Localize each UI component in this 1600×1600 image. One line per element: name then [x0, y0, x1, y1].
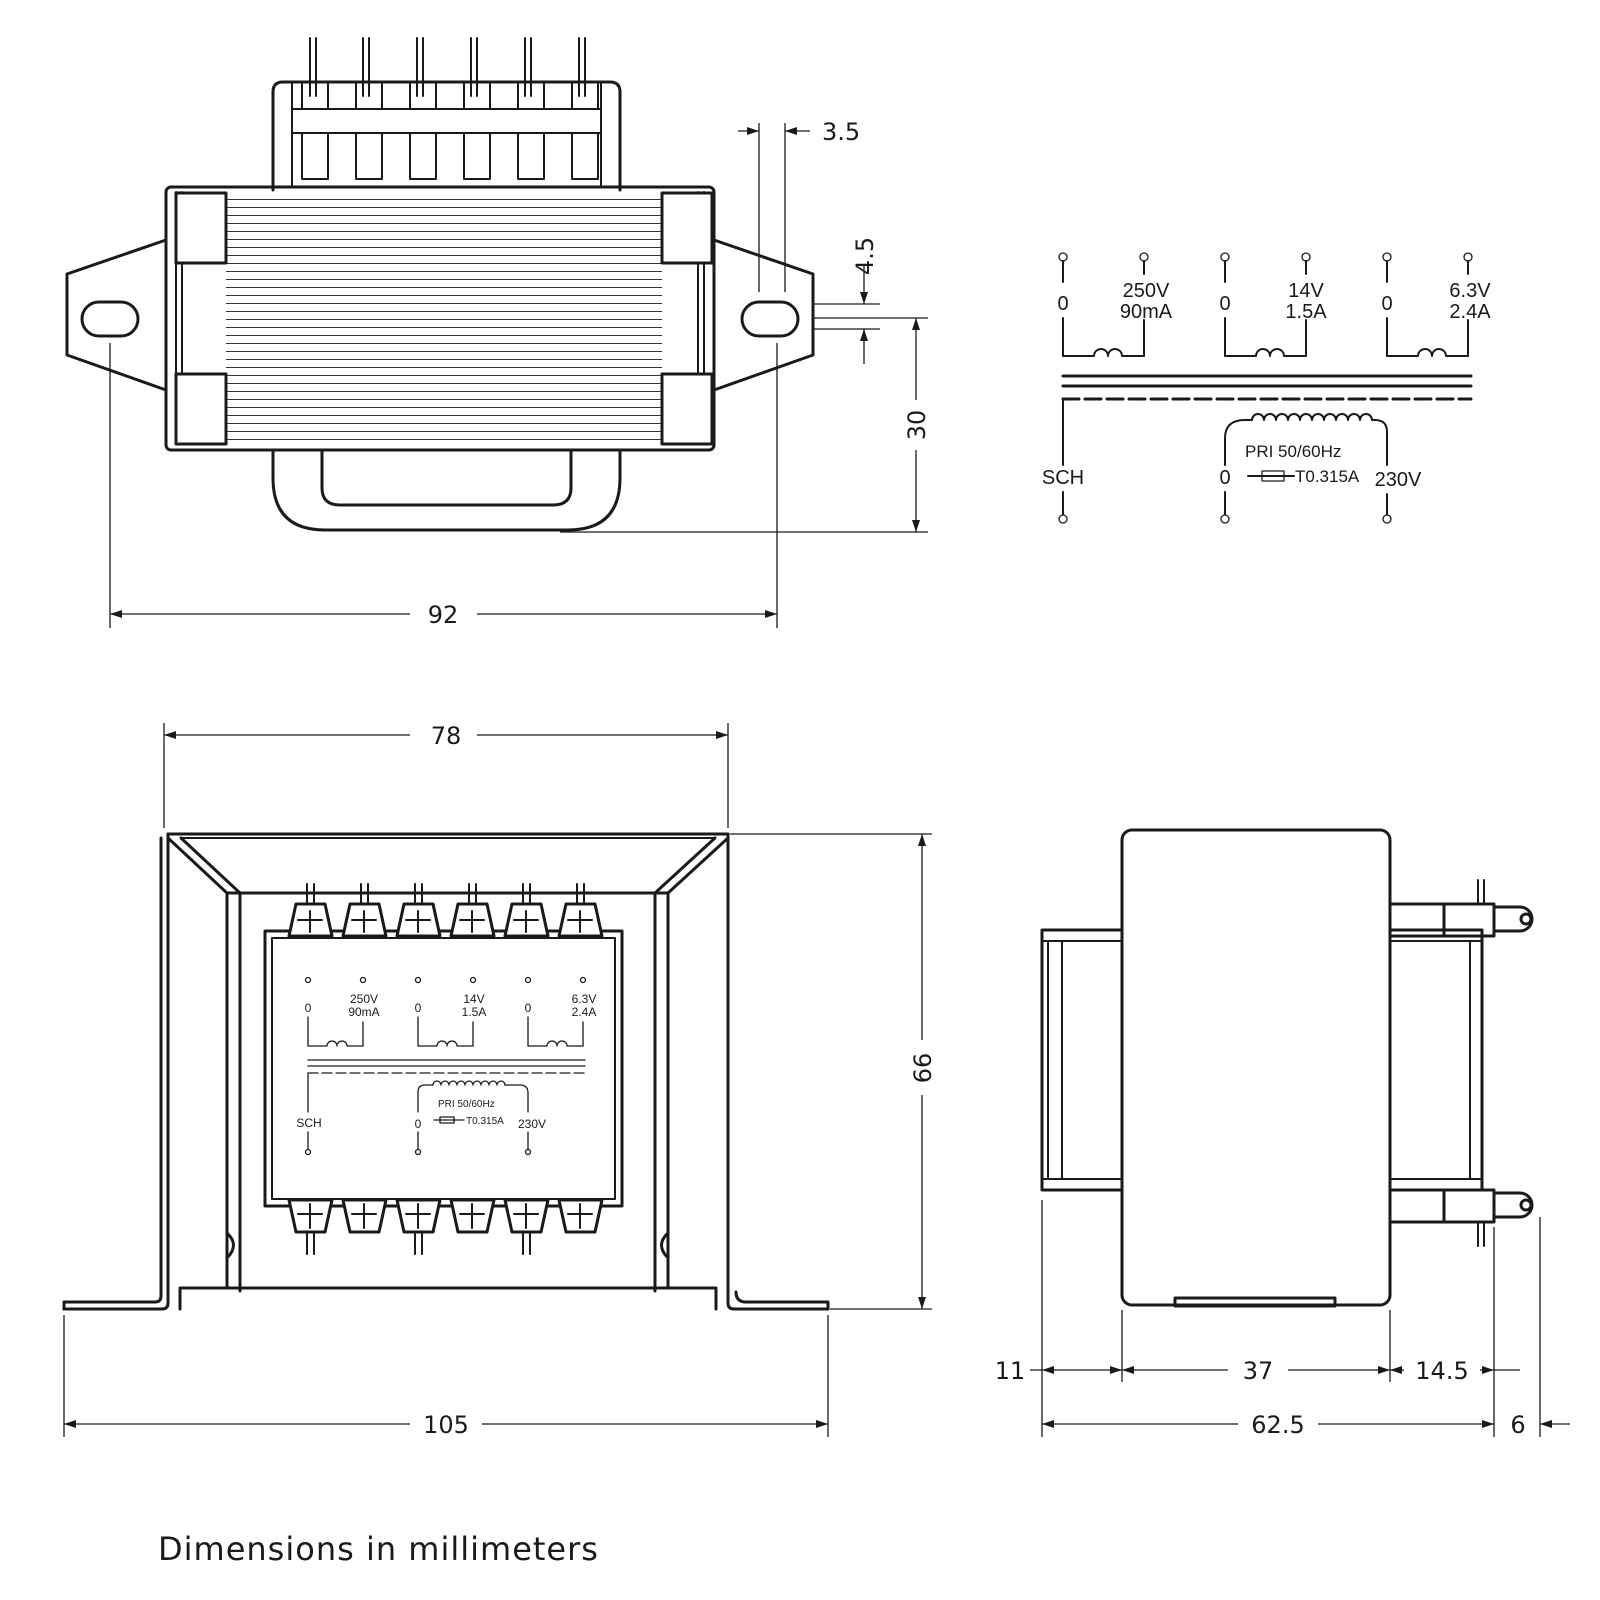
- dim-30: 30: [560, 317, 931, 533]
- secondary-winding-1: 0 250V 90mA: [1057, 252, 1173, 357]
- dim-side-chain: 11 37 14.5: [995, 1200, 1541, 1437]
- svg-text:0: 0: [1219, 293, 1230, 315]
- svg-text:2.4A: 2.4A: [572, 1005, 597, 1019]
- svg-text:SCH: SCH: [1042, 467, 1084, 489]
- svg-text:0: 0: [415, 1001, 422, 1015]
- svg-text:6.3V: 6.3V: [1449, 280, 1491, 302]
- dim-14-5-label: 14.5: [1415, 1357, 1468, 1385]
- svg-text:250V: 250V: [350, 992, 378, 1006]
- top-bottom-bobbin-tab: [271, 448, 622, 532]
- primary-label: PRI 50/60Hz: [1245, 442, 1341, 461]
- front-clamp-frame: [62, 832, 830, 1311]
- svg-text:0: 0: [1057, 293, 1068, 315]
- svg-text:0: 0: [525, 1001, 532, 1015]
- dim-37-label: 37: [1243, 1357, 1274, 1385]
- top-terminal-block: [271, 80, 622, 192]
- secondary-winding-2: 0 14V 1.5A: [1219, 252, 1327, 357]
- wiring-schematic: 0 250V 90mA 0 14V 1.5A 0 6.3V: [1042, 252, 1491, 524]
- secondary-winding-3: 0 6.3V 2.4A: [1381, 252, 1491, 357]
- top-right-mounting-slot: [740, 300, 800, 338]
- side-right-winding: [1388, 928, 1484, 1192]
- dim-4-5: 4.5: [812, 237, 880, 364]
- svg-text:14V: 14V: [463, 992, 484, 1006]
- dim-3-5-label: 3.5: [822, 118, 860, 146]
- front-bottom-terminals: [287, 1198, 604, 1255]
- fuse-label: T0.315A: [1295, 467, 1360, 486]
- top-right-flange: [712, 238, 815, 392]
- svg-text:0: 0: [415, 1117, 422, 1131]
- svg-text:6.3V: 6.3V: [572, 992, 597, 1006]
- svg-text:0: 0: [1219, 467, 1230, 489]
- top-left-flange: [65, 238, 168, 392]
- front-label-plate: 0 250V 90mA 0 14V 1.5A 0 6.3V 2.4A SCH 0…: [296, 976, 597, 1156]
- dim-66: 66: [730, 833, 937, 1310]
- dim-92: 92: [109, 343, 778, 629]
- svg-text:250V: 250V: [1123, 280, 1170, 302]
- primary-winding: 0 PRI 50/60Hz T0.315A 230V: [1219, 413, 1422, 524]
- dim-66-label: 66: [909, 1053, 937, 1084]
- top-clamp-ear-tl: [174, 191, 228, 265]
- dim-105: 105: [63, 1315, 829, 1439]
- dim-78: 78: [163, 722, 729, 828]
- side-left-winding: [1040, 928, 1124, 1192]
- dim-11-label: 11: [995, 1357, 1026, 1385]
- dim-4-5-label: 4.5: [851, 237, 879, 275]
- side-terminal-bottom: [1388, 1188, 1534, 1247]
- shield-terminal: SCH: [1042, 398, 1084, 524]
- side-core-body: [1120, 828, 1392, 1307]
- units-caption: Dimensions in millimeters: [158, 1530, 599, 1568]
- dim-62-5-label: 62.5: [1251, 1411, 1304, 1439]
- dim-side-total: 62.5 6: [1042, 1411, 1570, 1439]
- svg-text:0: 0: [1381, 293, 1392, 315]
- svg-text:T0.315A: T0.315A: [466, 1116, 504, 1127]
- top-clamp-ear-bl: [174, 372, 228, 446]
- top-view: 3.5 4.5 30: [65, 37, 931, 629]
- svg-text:2.4A: 2.4A: [1449, 301, 1491, 323]
- side-view: 11 37 14.5 62.5 6: [995, 828, 1570, 1439]
- dim-78-label: 78: [431, 722, 462, 750]
- top-terminal-pins: [301, 37, 599, 180]
- top-terminal-strip: [291, 108, 602, 134]
- svg-text:1.5A: 1.5A: [1285, 301, 1327, 323]
- front-top-terminals: [287, 883, 604, 938]
- top-clamp-ear-br: [660, 372, 714, 446]
- top-core-body: [164, 185, 716, 452]
- top-core-laminations: [226, 195, 662, 442]
- dim-92-label: 92: [428, 601, 459, 629]
- primary-voltage: 230V: [1375, 469, 1422, 491]
- svg-text:90mA: 90mA: [1120, 301, 1173, 323]
- dim-105-label: 105: [423, 1411, 469, 1439]
- top-clamp-ear-tr: [660, 191, 714, 265]
- front-view: 0 250V 90mA 0 14V 1.5A 0 6.3V 2.4A SCH 0…: [62, 722, 937, 1439]
- dim-6-label: 6: [1510, 1411, 1525, 1439]
- svg-text:14V: 14V: [1288, 280, 1324, 302]
- svg-text:SCH: SCH: [296, 1116, 321, 1130]
- svg-text:PRI 50/60Hz: PRI 50/60Hz: [438, 1099, 495, 1110]
- side-terminal-top: [1388, 879, 1534, 938]
- svg-text:1.5A: 1.5A: [462, 1005, 487, 1019]
- dim-30-label: 30: [903, 410, 931, 441]
- dim-3-5: 3.5: [738, 118, 860, 292]
- svg-text:0: 0: [305, 1001, 312, 1015]
- top-left-mounting-slot: [80, 300, 140, 338]
- svg-text:230V: 230V: [518, 1117, 546, 1131]
- svg-text:90mA: 90mA: [348, 1005, 379, 1019]
- front-bobbin-face: [263, 929, 624, 1208]
